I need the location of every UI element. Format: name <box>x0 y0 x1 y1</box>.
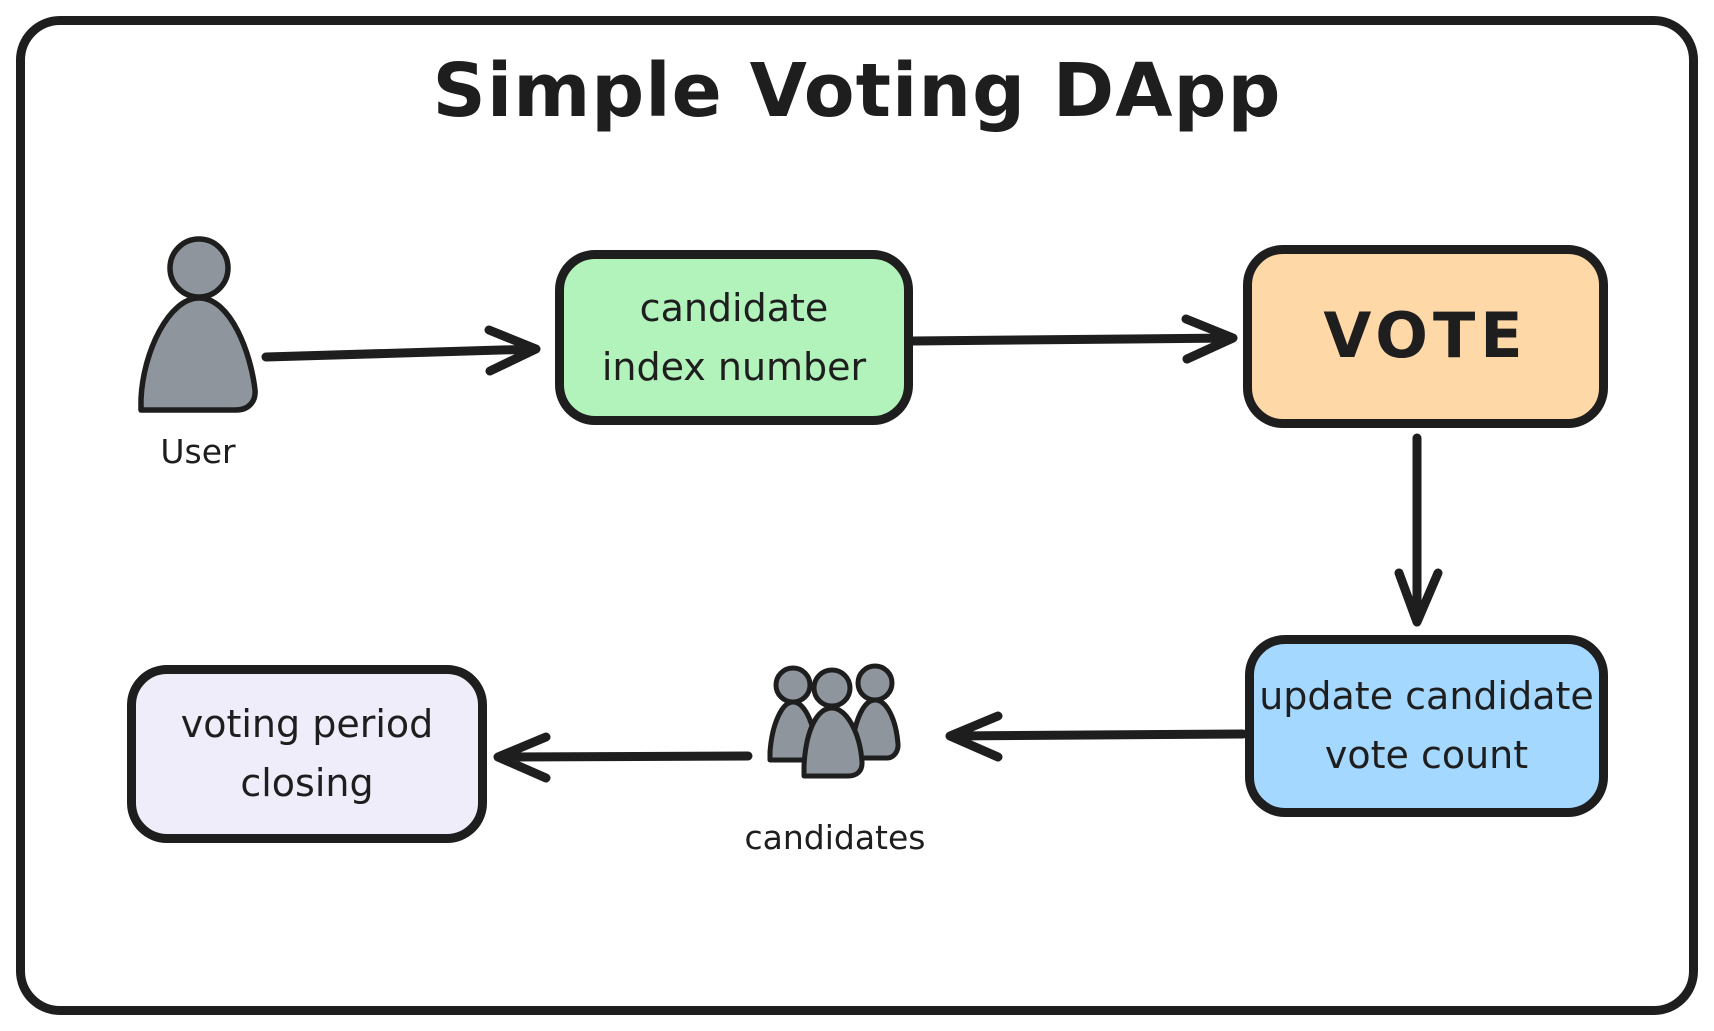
person-body <box>801 705 865 779</box>
diagram-border-frame <box>16 16 1698 1015</box>
node-update-count-line1: update candidate <box>1259 674 1594 719</box>
candidates-label: candidates <box>744 818 926 857</box>
node-candidate-index-line1: candidate <box>639 285 829 330</box>
diagram-title: Simple Voting DApp <box>432 48 1282 134</box>
node-update-vote-count: update candidate vote count <box>1245 635 1608 817</box>
node-voting-period-line2: closing <box>240 761 374 805</box>
people-group-icon <box>767 663 901 779</box>
person-head <box>773 665 813 705</box>
node-vote-label: VOTE <box>1323 299 1528 373</box>
person-body <box>138 295 258 413</box>
node-vote: VOTE <box>1243 245 1608 428</box>
node-candidate-index-number: candidate index number <box>555 250 913 425</box>
user-label: User <box>160 432 236 471</box>
node-voting-period-closing: voting period closing <box>127 665 487 843</box>
node-update-count-line2: vote count <box>1324 733 1529 777</box>
person-head <box>855 663 895 703</box>
person-body <box>849 697 901 761</box>
person-head <box>167 236 231 300</box>
node-candidate-index-line2: index number <box>601 344 867 389</box>
person-head <box>811 667 853 709</box>
node-voting-period-line1: voting period <box>180 702 434 747</box>
person-icon <box>138 236 258 413</box>
